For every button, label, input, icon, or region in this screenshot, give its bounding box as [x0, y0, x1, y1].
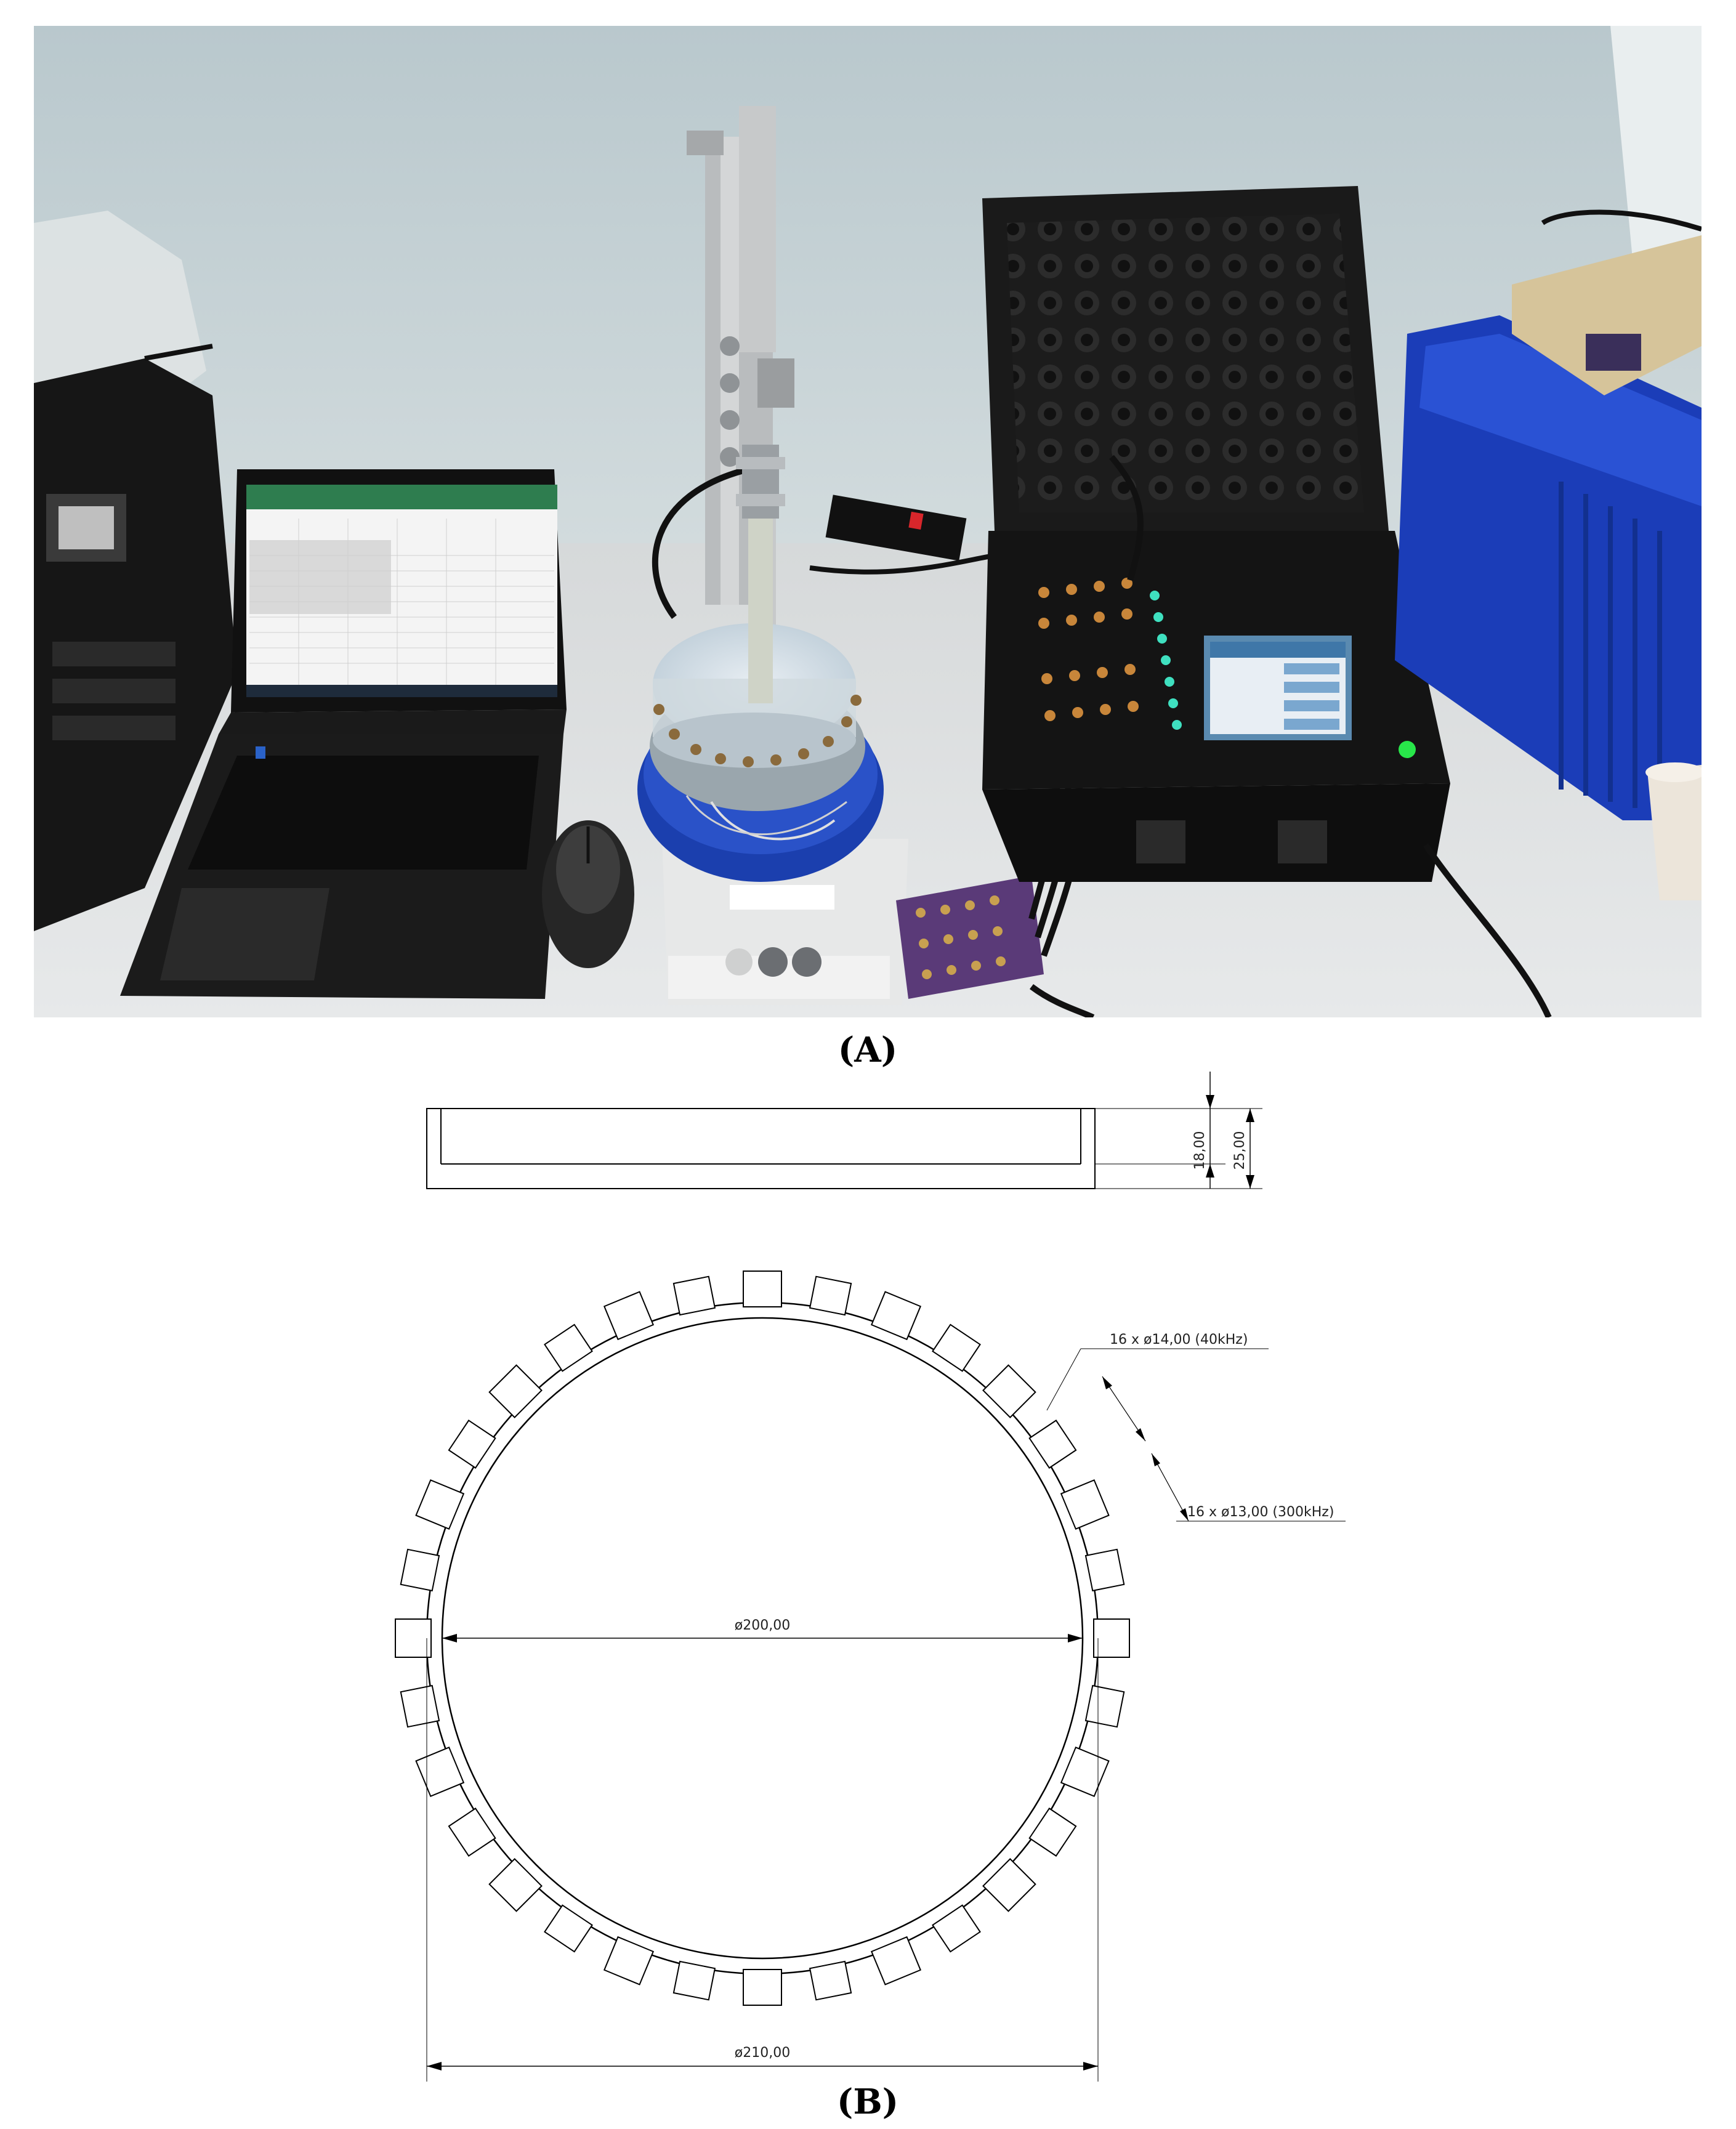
sensor-40khz — [395, 1618, 432, 1658]
sensor-300khz — [400, 1684, 440, 1728]
sensor-40khz — [415, 1746, 465, 1798]
caption-b: (B) — [836, 2082, 899, 2122]
sensor-40khz — [982, 1364, 1036, 1418]
sensor-40khz — [1093, 1618, 1130, 1658]
power-strip — [825, 495, 967, 561]
measurement-case — [982, 186, 1450, 882]
side-view — [426, 1072, 1262, 1189]
probe — [736, 445, 785, 703]
sensor-300khz — [1084, 1548, 1125, 1592]
laptop-touchpad — [160, 888, 329, 980]
dim-label-18: 18,00 — [1192, 1131, 1208, 1170]
dim-label-210: ø210,00 — [735, 2045, 790, 2061]
sensor-300khz — [400, 1548, 440, 1592]
sensor-300khz — [1028, 1808, 1077, 1857]
laptop — [120, 469, 567, 999]
sensor-300khz — [544, 1904, 593, 1953]
tank — [637, 623, 884, 882]
stirrer — [662, 839, 908, 1005]
sensor-40khz — [870, 1291, 922, 1341]
sensor-300khz — [672, 1960, 716, 2001]
case-power-led — [1399, 741, 1416, 758]
sensor-40khz — [415, 1479, 465, 1530]
caption-a: (A) — [838, 1030, 898, 1070]
sensor-300khz — [1084, 1684, 1125, 1728]
side-view-outline — [426, 1108, 1096, 1189]
sensor-300khz — [672, 1275, 716, 1316]
sensor-40khz — [488, 1858, 543, 1912]
sensor-300khz — [932, 1904, 981, 1953]
sensor-label-40khz: 16 x ø14,00 (40kHz) — [1110, 1332, 1248, 1347]
sensor-40khz — [870, 1936, 922, 1986]
sensor-40khz — [1060, 1746, 1110, 1798]
sensor-40khz — [743, 1271, 782, 1307]
sensor-300khz — [809, 1275, 852, 1316]
blue-device — [1395, 235, 1702, 820]
sensor-300khz — [544, 1323, 593, 1372]
lab-setup-illustration — [34, 26, 1702, 1017]
technical-drawing: 18,00 25,00 — [0, 1047, 1736, 2082]
dim-label-200: ø200,00 — [735, 1618, 790, 1633]
sensor-label-300khz: 16 x ø13,00 (300kHz) — [1187, 1505, 1334, 1520]
sensor-40khz — [488, 1364, 543, 1418]
sensor-300khz — [1028, 1420, 1077, 1469]
lab-setup-photo — [34, 26, 1702, 1017]
top-view — [395, 1271, 1346, 2082]
drawing-svg: 18,00 25,00 — [395, 1072, 1346, 2082]
sensor-300khz — [932, 1323, 981, 1372]
paper-cup — [1645, 762, 1702, 900]
connector-board — [896, 876, 1044, 999]
sensor-40khz — [743, 1969, 782, 2006]
sensor-40khz — [603, 1291, 655, 1341]
sensor-40khz — [1060, 1479, 1110, 1530]
sensor-group — [395, 1271, 1130, 2006]
sensor-40khz — [982, 1858, 1036, 1912]
sensor-40khz — [603, 1936, 655, 1986]
mouse — [542, 820, 634, 968]
sensor-300khz — [448, 1420, 496, 1469]
left-black-device — [34, 344, 237, 931]
dim-label-25: 25,00 — [1232, 1131, 1248, 1170]
sensor-300khz — [809, 1960, 852, 2001]
sensor-300khz — [448, 1808, 496, 1857]
